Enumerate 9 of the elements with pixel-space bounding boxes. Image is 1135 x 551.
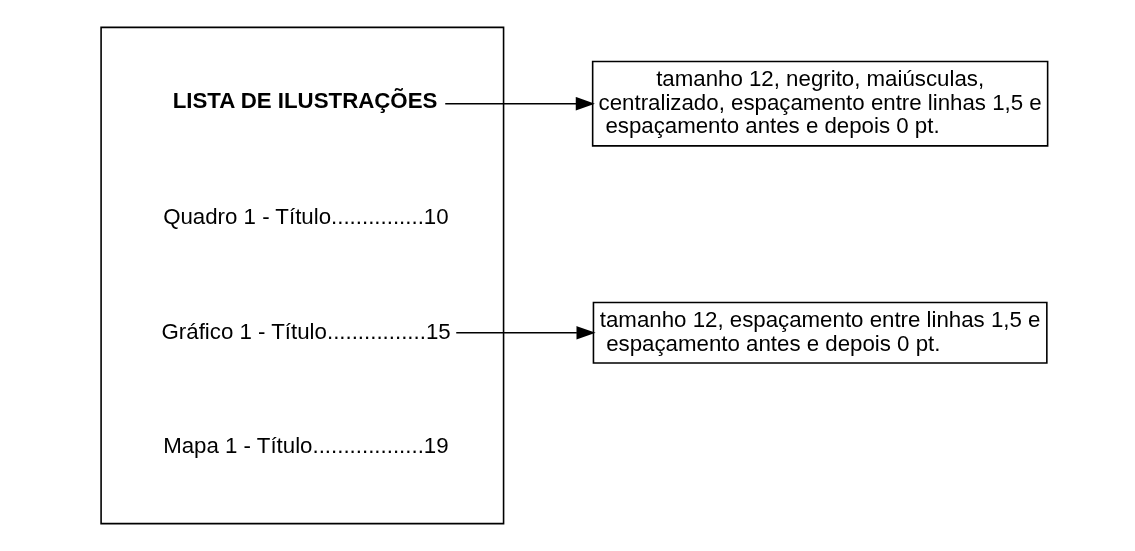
- arrow: [443, 97, 595, 111]
- node-box: tamanho 12, negrito, maiúsculas, centralizado, espaçamento entre linhas 1,5 e espaçamento antes e depois 0 pt.: [591, 60, 1048, 147]
- arrow: [454, 326, 596, 340]
- node-box: tamanho 12, espaçamento entre linhas 1,5 e espaçamento antes e depois 0 pt.: [592, 301, 1048, 364]
- node-text: Gráfico 1 - Título................15: [161, 318, 451, 344]
- node-text: LISTA DE ILUSTRAÇÕES: [172, 87, 437, 113]
- node-text: Mapa 1 - Título..................19: [162, 433, 449, 459]
- cluster: [99, 26, 504, 525]
- node-text: Quadro 1 - Título...............10: [162, 204, 449, 230]
